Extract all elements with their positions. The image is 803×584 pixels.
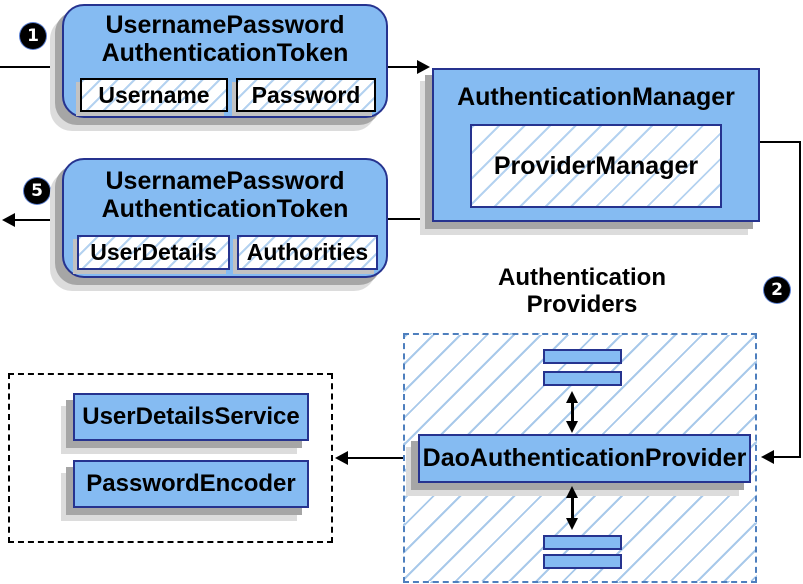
arrow-line-into-dao <box>774 456 801 458</box>
arrow-line-down-right-edge <box>799 141 801 458</box>
step-badge-2: 2 <box>764 277 790 303</box>
node-authentication-manager: AuthenticationManager ProviderManager <box>432 68 760 222</box>
field-password: Password <box>236 78 376 112</box>
result-token-title-line1: UsernamePassword <box>105 167 345 195</box>
arrow-line-request-in <box>0 66 62 68</box>
arrowhead-into-dao-provider <box>761 450 774 464</box>
double-arrow-top <box>566 391 578 433</box>
node-provider-manager: ProviderManager <box>470 124 722 208</box>
arrow-line-dao-to-services <box>347 457 418 459</box>
node-result-token: UsernamePassword AuthenticationToken Use… <box>62 158 388 278</box>
arrow-line-result-out <box>14 219 64 221</box>
provider-bar-top-1 <box>543 349 622 364</box>
providers-label-line2: Providers <box>526 291 638 318</box>
step-badge-1: 1 <box>20 23 46 49</box>
double-arrow-bottom <box>566 486 578 530</box>
node-password-encoder: PasswordEncoder <box>73 460 309 508</box>
node-result-token-title: UsernamePassword AuthenticationToken <box>64 167 386 223</box>
arrow-line-manager-right <box>760 141 801 143</box>
node-request-token-title: UsernamePassword AuthenticationToken <box>64 11 386 67</box>
field-username: Username <box>80 78 228 112</box>
arrowhead-into-services-box <box>335 451 348 465</box>
arrowhead-result-out <box>2 213 15 227</box>
result-token-title-line2: AuthenticationToken <box>101 195 349 223</box>
arrow-line-manager-to-result <box>386 218 432 220</box>
provider-bar-bottom-2 <box>543 554 622 569</box>
node-request-token: UsernamePassword AuthenticationToken Use… <box>62 4 388 118</box>
provider-bar-bottom-1 <box>543 535 622 550</box>
node-user-details-service: UserDetailsService <box>73 393 309 441</box>
authentication-providers-label: Authentication Providers <box>462 264 702 318</box>
provider-bar-top-2 <box>543 371 622 386</box>
field-userdetails: UserDetails <box>77 235 230 270</box>
arrowhead-into-authentication-manager <box>417 60 430 74</box>
node-dao-authentication-provider: DaoAuthenticationProvider <box>418 434 751 483</box>
authentication-manager-title: AuthenticationManager <box>457 83 735 111</box>
field-authorities: Authorities <box>237 235 378 270</box>
arrow-line-token-to-manager <box>386 66 418 68</box>
step-badge-5: 5 <box>24 178 50 204</box>
providers-label-line1: Authentication <box>498 264 666 291</box>
request-token-title-line1: UsernamePassword <box>105 11 345 39</box>
request-token-title-line2: AuthenticationToken <box>101 39 349 67</box>
